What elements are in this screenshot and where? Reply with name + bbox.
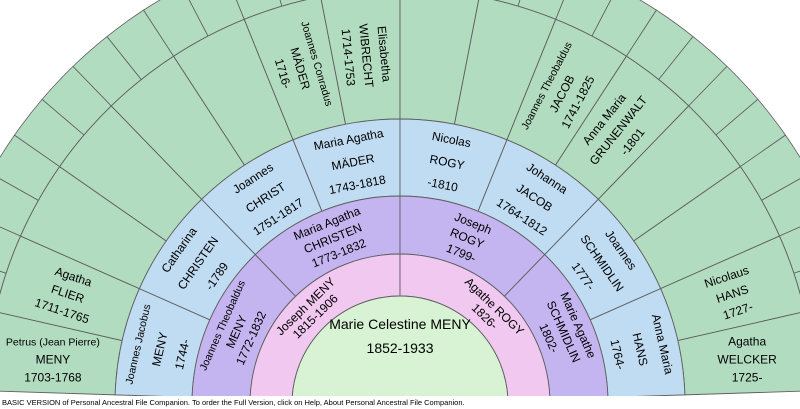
ancestor-label: ElisabethaWIBRECHT1714-1753 <box>338 21 394 90</box>
fan-chart-segments <box>0 0 800 396</box>
person-given-name: Elisabetha <box>374 25 393 82</box>
person-surname: ROGY <box>428 152 465 172</box>
person-dates: 1714-1753 <box>339 28 358 87</box>
person-dates: 1703-1768 <box>24 371 82 385</box>
root-person-segment[interactable] <box>291 295 509 396</box>
ancestor-label: Marie Celestine MENY 1852-1933 <box>329 316 471 356</box>
person-surname: MENY <box>36 353 71 367</box>
person-surname: WELCKER <box>717 353 777 367</box>
person-surname: 1852-1933 <box>367 340 434 356</box>
person-dates: 1725- <box>732 371 763 385</box>
ancestor-label: Petrus (Jean Pierre) MENY 1703-1768 <box>6 337 100 385</box>
person-dates: -1810 <box>426 175 459 195</box>
version-footer-text: BASIC VERSION of Personal Ancestral File… <box>2 398 465 407</box>
person-dates: 1744- <box>172 338 193 371</box>
person-dates: 1764- <box>607 338 628 371</box>
person-given-name: Agatha <box>728 335 766 349</box>
person-given-name: Marie Celestine MENY <box>329 316 471 332</box>
person-given-name: Petrus (Jean Pierre) <box>6 337 100 349</box>
person-surname: WIBRECHT <box>356 23 376 89</box>
